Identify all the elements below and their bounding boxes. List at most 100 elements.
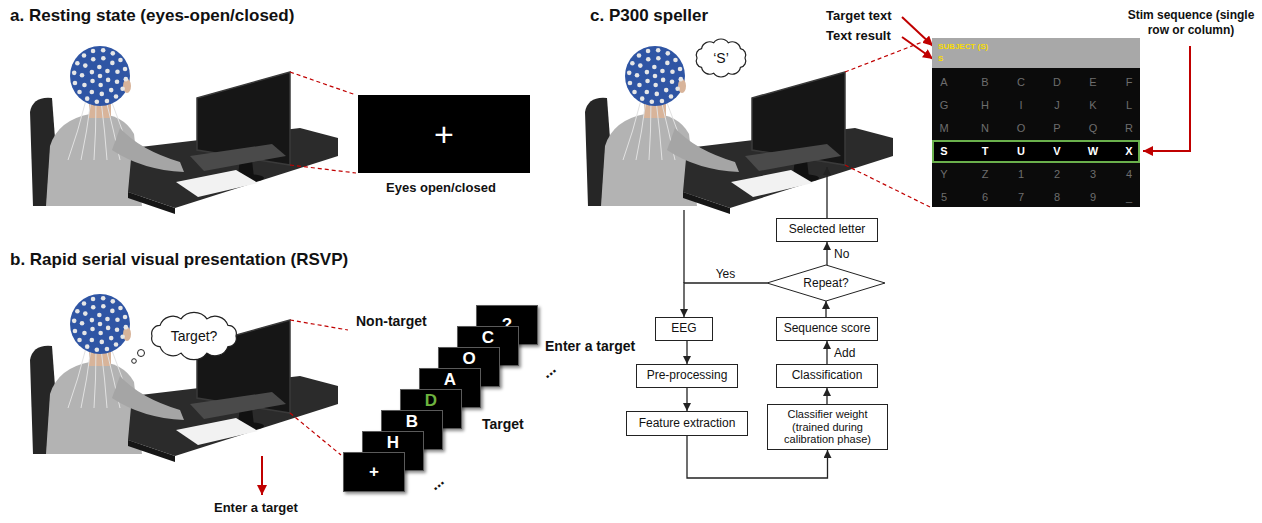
electrode [83, 311, 88, 316]
speller-letter: T [970, 142, 1000, 161]
electrode [105, 99, 110, 104]
electrode [90, 318, 95, 323]
electrode [640, 96, 645, 101]
speller-letter: I [1006, 98, 1036, 112]
bubble-trail [132, 359, 137, 364]
label-anchor: b. Rapid serial visual presentation (RSV… [10, 250, 348, 270]
electrode [120, 86, 125, 91]
electrode [670, 69, 675, 74]
label-anchor: D [1042, 75, 1072, 89]
label-anchor: K [1078, 98, 1108, 112]
paper [176, 170, 258, 197]
label-anchor: 1 [1006, 167, 1036, 181]
electrode [80, 73, 85, 78]
arm [667, 128, 739, 172]
speller-letter: 3 [1078, 167, 1108, 181]
label-anchor: R [1114, 121, 1144, 135]
highlighted-row: STUVWX [932, 140, 1140, 163]
annotation: Target [482, 416, 524, 432]
speller-letter: J [1042, 98, 1072, 112]
electrode [675, 86, 680, 91]
electrode [653, 74, 658, 79]
speller-letter: P [1042, 121, 1072, 135]
cloud-shape [152, 312, 237, 359]
electrode [124, 77, 129, 82]
speller-letter: S [929, 142, 959, 161]
electrode [82, 53, 87, 58]
annotation: Enter a target [545, 338, 635, 354]
electrode [632, 90, 637, 95]
speller-letter: Y [929, 167, 959, 181]
annotation: Text result [826, 28, 891, 43]
electrode [669, 94, 674, 99]
electrode [91, 297, 96, 302]
speller-letter: 7 [1006, 190, 1036, 204]
electrode [653, 83, 658, 88]
electrode [73, 329, 78, 334]
electrode [75, 309, 80, 314]
speller-letter: 4 [1114, 167, 1144, 181]
stimulus-letter: H [387, 434, 399, 452]
stimulus-letter: + [369, 463, 379, 481]
thought-bubble: Target? [148, 314, 240, 358]
zoom-guide [845, 165, 930, 207]
paper [176, 418, 258, 445]
speller-letter: C [1006, 75, 1036, 89]
label-anchor: M [929, 121, 959, 135]
label-anchor: Text result [826, 28, 891, 43]
electrode [630, 61, 635, 66]
zoom-guide [290, 72, 356, 95]
electrode [110, 309, 115, 314]
edge-label: No [832, 247, 851, 261]
stimulus-letter: D [425, 392, 437, 410]
speller-letter: Q [1078, 121, 1108, 135]
process-box: Classifier weight (trained during calibr… [767, 404, 888, 450]
panel-title: b. Rapid serial visual presentation (RSV… [10, 250, 348, 270]
speller-letter: U [1006, 142, 1036, 161]
annotation: Target text [826, 8, 892, 23]
label-anchor: ... [430, 474, 443, 492]
electrode [83, 63, 88, 68]
electrode [106, 78, 111, 83]
process-label: Classification [792, 369, 863, 383]
diamond-shape [767, 265, 885, 301]
electrode [72, 319, 77, 324]
speller-letter: Z [970, 167, 1000, 181]
speller-letter: 1 [1006, 167, 1036, 181]
keyboard [745, 144, 841, 171]
electrode [98, 331, 103, 336]
label-anchor: 2 [1042, 167, 1072, 181]
desk-edge [128, 440, 175, 462]
label-anchor: a. Resting state (eyes-open/closed) [10, 6, 294, 26]
electrode [646, 57, 651, 62]
speller-letter: R [1114, 121, 1144, 135]
electrode [660, 99, 665, 104]
electrode [637, 83, 642, 88]
electrode-wire [101, 348, 107, 408]
speller-grid-ground [932, 68, 1140, 207]
flow-arrow [826, 341, 827, 364]
rsvp-card: + [343, 452, 405, 492]
feedback-arrow [826, 167, 827, 218]
red-pointer [902, 37, 933, 59]
speller-letter: N [970, 121, 1000, 135]
electrode-wire [636, 100, 646, 160]
label-anchor: Stim sequence (single row or column) [1126, 8, 1256, 38]
electrode [110, 61, 115, 66]
flow-arrow [826, 388, 827, 404]
label-anchor: L [1114, 98, 1144, 112]
label-anchor: H [970, 98, 1000, 112]
electrode-wire [81, 348, 91, 408]
cloud-shape [696, 39, 745, 77]
electrode [673, 58, 678, 63]
label-anchor: Enter a target [545, 338, 635, 354]
electrode [635, 73, 640, 78]
electrode [656, 56, 661, 61]
speller-letter: A [929, 75, 959, 89]
flow-arrow [825, 301, 826, 317]
electrode [123, 67, 128, 72]
panel-title: c. P300 speller [590, 6, 708, 26]
speller-text: S [938, 53, 1140, 65]
electrode [77, 338, 82, 343]
electrode [650, 100, 655, 105]
